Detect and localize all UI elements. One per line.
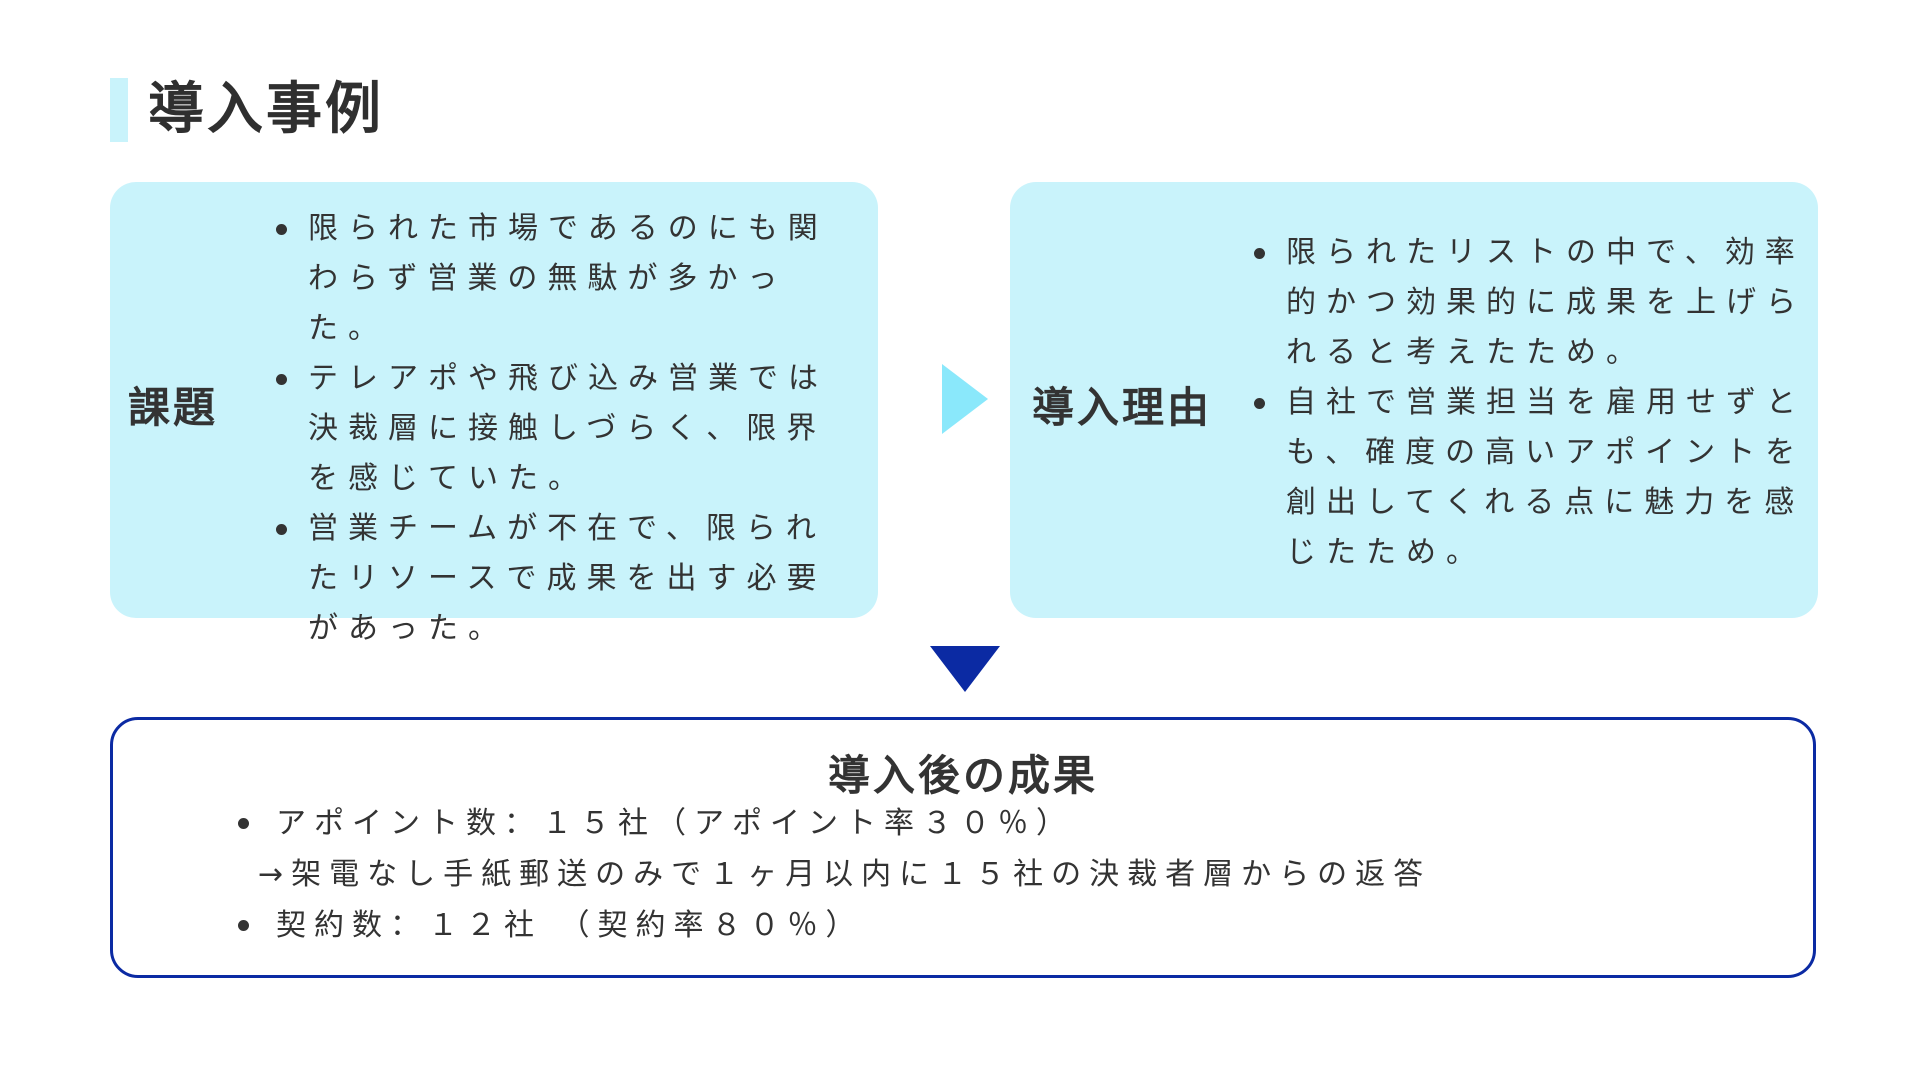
issues-card: 課題 限られた市場であるのにも関わらず営業の無駄が多かった。 テレアポや飛び込み… [110, 182, 878, 646]
results-list: アポイント数：１５社（アポイント率３０％） →架電なし手紙郵送のみで１ヶ月以内に… [238, 798, 1798, 951]
result-appointments: アポイント数：１５社（アポイント率３０％） [238, 798, 1798, 849]
page-title: 導入事例 [148, 77, 384, 142]
results-title: 導入後の成果 [827, 751, 1098, 800]
issue-item: 営業チームが不在で、限られたリソースで成果を出す必要があった。 [270, 504, 850, 654]
reason-item: 限られたリストの中で、効率的かつ効果的に成果を上げられると考えたため。 [1248, 228, 1808, 378]
results-box: 導入後の成果 アポイント数：１５社（アポイント率３０％） →架電なし手紙郵送のみ… [110, 717, 1816, 978]
reasons-list: 限られたリストの中で、効率的かつ効果的に成果を上げられると考えたため。 自社で営… [1248, 228, 1808, 578]
result-appointments-detail: →架電なし手紙郵送のみで１ヶ月以内に１５社の決裁者層からの返答 [258, 857, 1432, 892]
arrow-down-icon [930, 646, 1000, 692]
issue-item: 限られた市場であるのにも関わらず営業の無駄が多かった。 [270, 204, 850, 354]
reasons-label: 導入理由 [1032, 383, 1213, 432]
reasons-card: 導入理由 限られたリストの中で、効率的かつ効果的に成果を上げられると考えたため。… [1010, 182, 1818, 618]
issues-list: 限られた市場であるのにも関わらず営業の無駄が多かった。 テレアポや飛び込み営業で… [270, 204, 850, 654]
result-contracts: 契約数：１２社 （契約率８０％） [238, 900, 1798, 951]
title-accent-bar [110, 78, 128, 142]
reason-item: 自社で営業担当を雇用せずとも、確度の高いアポイントを創出してくれる点に魅力を感じ… [1248, 378, 1808, 578]
issues-label: 課題 [128, 383, 219, 432]
issue-item: テレアポや飛び込み営業では決裁層に接触しづらく、限界を感じていた。 [270, 354, 850, 504]
arrow-right-icon [942, 364, 988, 434]
